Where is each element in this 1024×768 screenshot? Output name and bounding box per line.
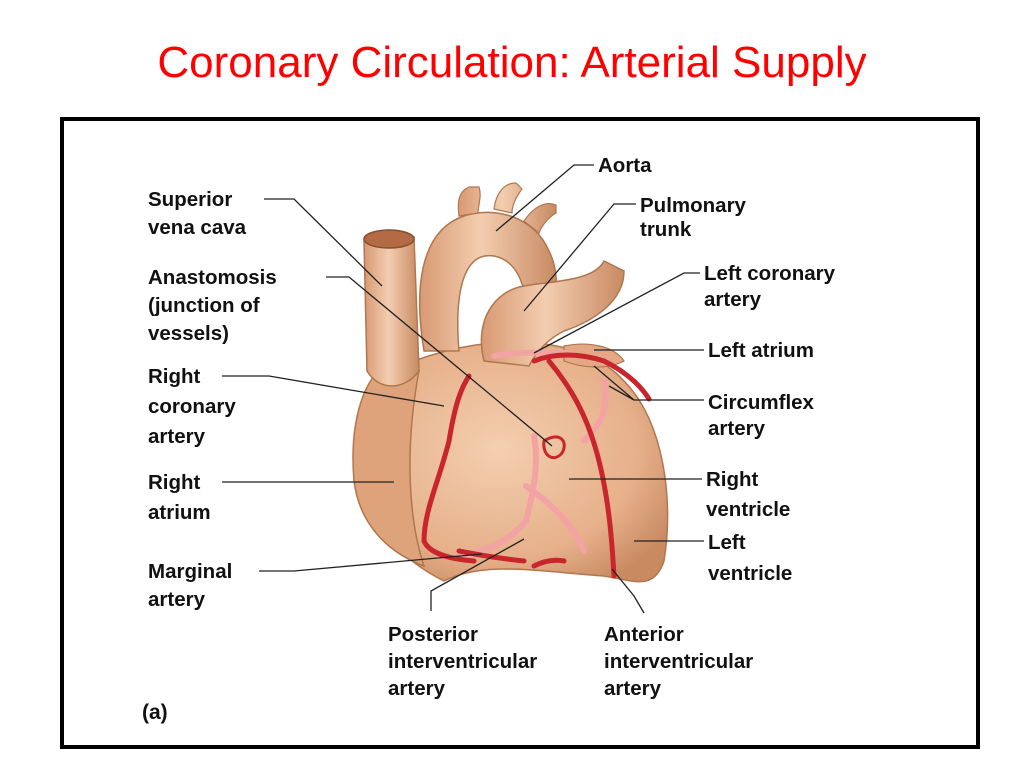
superior-vena-cava-shape [363,236,420,387]
label-left-coronary-artery: Left coronary artery [704,262,841,311]
label-superior-vena-cava: Superior vena cava [148,188,247,239]
label-marginal-artery: Marginal artery [148,560,238,611]
label-right-atrium: Right atrium [148,471,211,524]
label-aorta: Aorta [598,154,652,177]
leader-lines [222,164,704,614]
leader-anterior-interventricular-artery [611,568,645,614]
label-pulmonary-trunk: Pulmonary trunk [640,194,752,241]
label-left-atrium: Left atrium [708,339,814,362]
slide-title: Coronary Circulation: Arterial Supply [157,38,867,87]
label-posterior-interventricular-artery: Posterior interventricular artery [388,623,543,700]
label-right-ventricle: Right ventricle [706,468,790,521]
heart-illustration [352,182,669,583]
label-circumflex-artery: Circumflex artery [708,391,820,440]
panel-letter: (a) [142,701,168,724]
leader-superior-vena-cava [264,198,383,287]
heart-diagram: Aorta Pulmonary trunk Left coronary arte… [142,154,841,724]
leader-posterior-interventricular-artery [430,538,525,611]
pulmonary-trunk-shape [480,259,625,367]
label-left-ventricle: Left ventricle [708,531,792,585]
superior-vena-cava-opening [363,229,415,249]
leader-anastomosis [326,276,553,447]
right-atrium-shape [352,360,426,568]
figure-frame: Aorta Pulmonary trunk Left coronary arte… [60,117,980,749]
leader-left-coronary-artery [533,272,700,354]
leader-circumflex-artery [593,365,704,401]
coronary-arteries [421,352,652,579]
leader-aorta [495,164,594,232]
label-anastomosis: Anastomosis (junction of vessels) [148,266,282,345]
aortic-branches [457,182,557,234]
leader-right-coronary-artery [222,375,445,407]
label-right-coronary-artery: Right coronary artery [148,365,241,448]
label-anterior-interventricular-artery: Anterior interventricular artery [604,623,759,700]
leader-marginal-artery [259,553,483,572]
leader-pulmonary-trunk [523,203,636,312]
